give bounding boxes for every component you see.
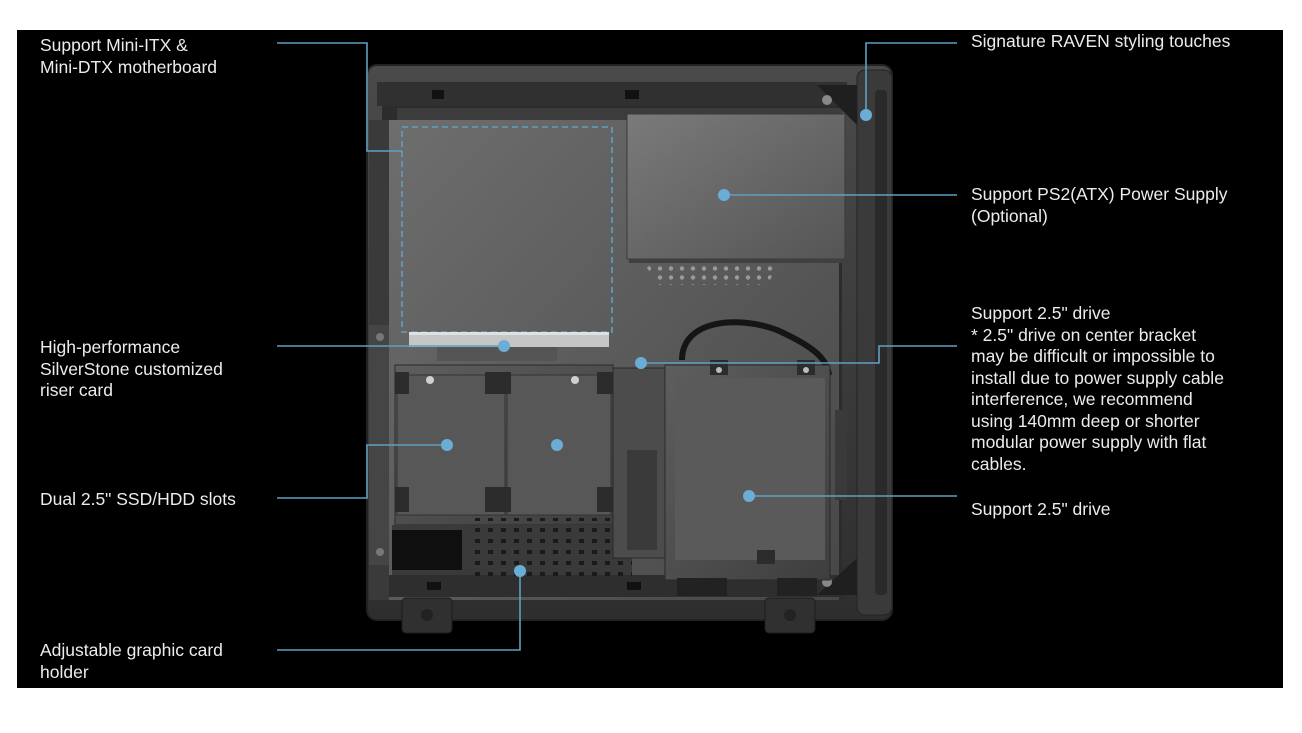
- callout-markers: [441, 109, 872, 577]
- callout-line: Dual 2.5" SSD/HDD slots: [40, 489, 236, 509]
- callout-line: (Optional): [971, 205, 1048, 226]
- callout-gpu-holder: Adjustable graphic card holder: [40, 640, 223, 683]
- side-drive-cage: [664, 360, 847, 596]
- callout-line: holder: [40, 661, 89, 682]
- marker-raven: [860, 109, 872, 121]
- callout-side-drive: Support 2.5" drive: [971, 499, 1111, 521]
- power-cable: [679, 319, 832, 376]
- leader-lines: [277, 42, 957, 651]
- callout-line: cables.: [971, 453, 1027, 474]
- callout-line: Support Mini-ITX &: [40, 35, 188, 55]
- callout-raven-styling: Signature RAVEN styling touches: [971, 31, 1230, 53]
- callout-riser-card: High-performance SilverStone customized …: [40, 337, 223, 402]
- callout-psu: Support PS2(ATX) Power Supply (Optional): [971, 184, 1227, 227]
- diagram-panel: Support Mini-ITX & Mini-DTX motherboard …: [17, 30, 1283, 688]
- callout-line: may be difficult or impossible to: [971, 346, 1215, 366]
- callout-line: Adjustable graphic card: [40, 640, 223, 660]
- case-illustration: [277, 42, 957, 651]
- marker-dual-slot-2: [551, 439, 563, 451]
- callout-line: modular power supply with flat: [971, 432, 1207, 452]
- callout-line: Support 2.5" drive: [971, 499, 1111, 519]
- callout-line: Support 2.5" drive: [971, 303, 1111, 323]
- bottom-vent: [467, 518, 632, 576]
- marker-psu: [718, 189, 730, 201]
- callout-dual-slots: Dual 2.5" SSD/HDD slots: [40, 489, 236, 511]
- marker-gpu-holder: [514, 565, 526, 577]
- marker-center-drive: [635, 357, 647, 369]
- callout-line: High-performance: [40, 337, 181, 357]
- callout-line: Mini-DTX motherboard: [40, 56, 217, 77]
- callout-line: riser card: [40, 380, 113, 400]
- center-bracket: [612, 367, 672, 559]
- marker-riser: [498, 340, 510, 352]
- callout-line: * 2.5" drive on center bracket: [971, 324, 1197, 345]
- callout-line: interference, we recommend: [971, 389, 1193, 409]
- riser-card: [409, 332, 609, 361]
- callout-motherboard: Support Mini-ITX & Mini-DTX motherboard: [40, 35, 217, 78]
- callout-center-drive: Support 2.5" drive * 2.5" drive on cente…: [971, 303, 1224, 475]
- callout-line: install due to power supply cable: [971, 367, 1224, 388]
- marker-dual-slot-1: [441, 439, 453, 451]
- callout-line: using 140mm deep or shorter: [971, 410, 1200, 431]
- callout-line: SilverStone customized: [40, 358, 223, 379]
- callout-line: Signature RAVEN styling touches: [971, 31, 1231, 51]
- marker-side-drive: [743, 490, 755, 502]
- psu: [626, 113, 846, 285]
- callout-line: Support PS2(ATX) Power Supply: [971, 184, 1228, 204]
